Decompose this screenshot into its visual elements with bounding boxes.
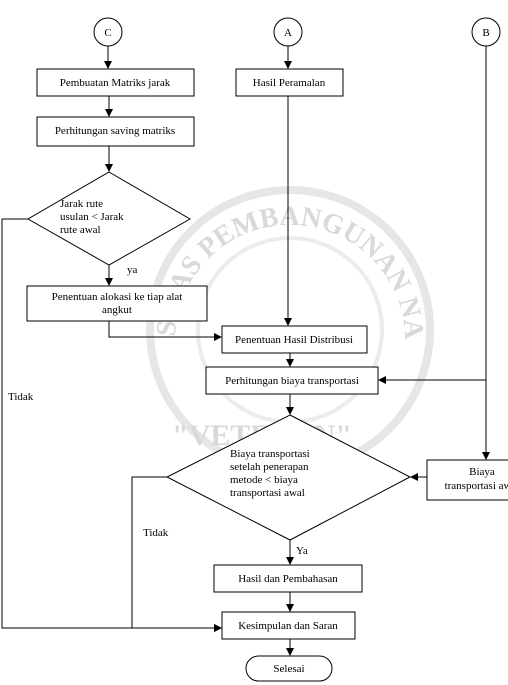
connector-b-label: B: [482, 27, 489, 39]
decision-route-line3: rute awal: [60, 224, 101, 236]
connector-a-label: A: [284, 27, 292, 39]
box-allocation-line2: angkut: [102, 304, 132, 316]
decision-route-line2: usulan < Jarak: [60, 211, 124, 223]
box-matrix: [36, 68, 195, 97]
box-matrix-label: Pembuatan Matriks jarak: [60, 77, 171, 89]
label-cost-yes: Ya: [296, 545, 308, 557]
box-transport-cost-label: Perhitungan biaya transportasi: [225, 375, 359, 387]
label-cost-no: Tidak: [143, 527, 169, 539]
flow-lines: [1, 46, 490, 656]
edge-allocation-to-distribution: [108, 321, 222, 341]
box-initial-cost-line1: Biaya: [469, 466, 495, 478]
box-conclusion: [221, 611, 356, 640]
box-allocation-line1: Penentuan alokasi ke tiap alat: [52, 291, 183, 303]
terminal-end-label: Selesai: [273, 663, 304, 675]
box-distribution-label: Penentuan Hasil Distribusi: [235, 334, 353, 346]
box-saving: [36, 116, 195, 147]
edge-cost-no: [131, 476, 222, 632]
decision-cost-line4: transportasi awal: [230, 487, 305, 499]
box-conclusion-label: Kesimpulan dan Saran: [238, 620, 338, 632]
box-forecast-label: Hasil Peramalan: [253, 77, 326, 89]
box-distribution: [221, 325, 368, 354]
box-initial-cost: [426, 459, 508, 501]
terminal-end: [245, 655, 333, 682]
label-route-yes: ya: [127, 264, 138, 276]
box-saving-label: Perhitungan saving matriks: [55, 125, 175, 137]
box-initial-cost-line2: transportasi awal: [445, 480, 508, 492]
label-route-no: Tidak: [8, 391, 34, 403]
box-forecast: [235, 68, 344, 97]
connector-c-label: C: [104, 27, 111, 39]
box-allocation: [26, 285, 208, 322]
edge-route-no: [1, 218, 222, 632]
decision-route-line1: Jarak rute: [60, 198, 103, 210]
box-results-label: Hasil dan Pembahasan: [238, 573, 338, 585]
decision-cost-line2: setelah penerapan: [230, 461, 309, 473]
decision-cost-line3: metode < biaya: [230, 474, 298, 486]
box-results: [213, 564, 363, 593]
decision-cost-line1: Biaya transportasi: [230, 448, 310, 460]
